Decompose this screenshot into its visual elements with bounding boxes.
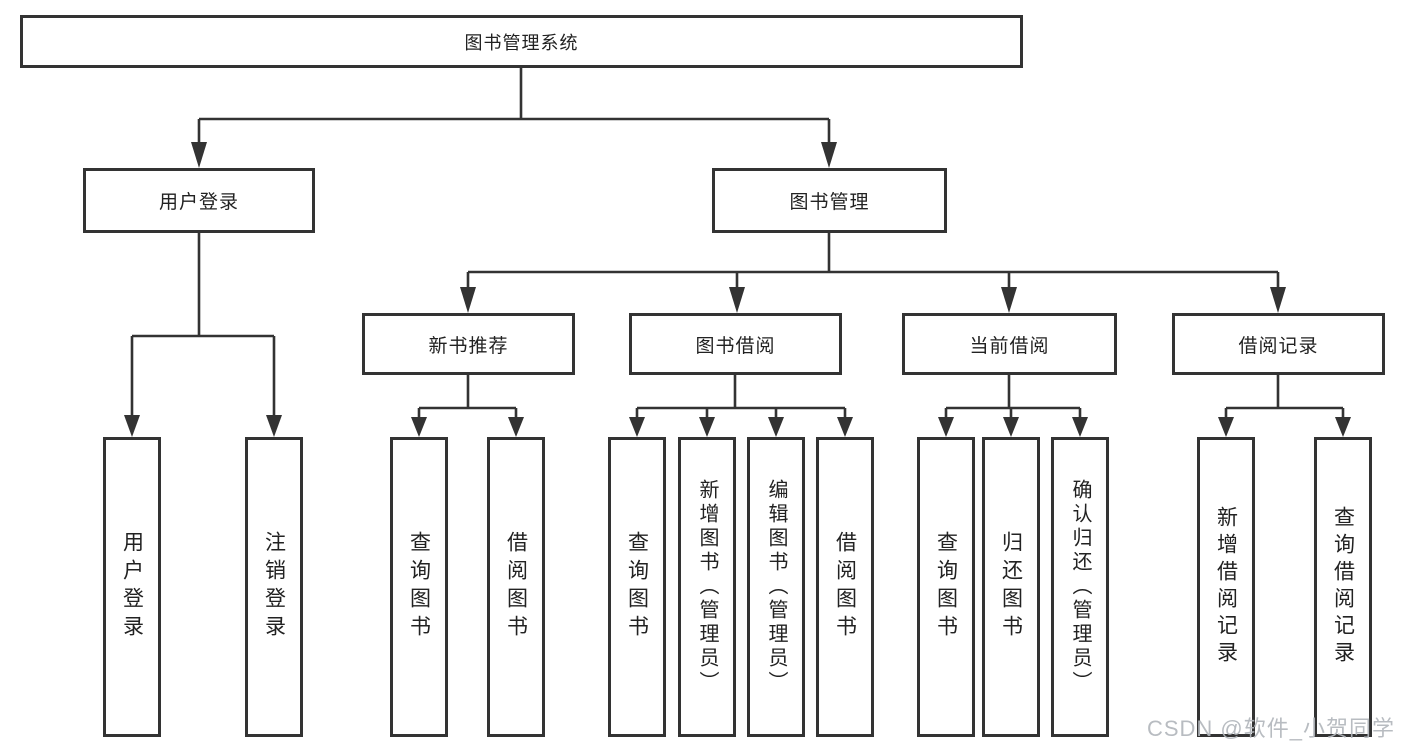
- leaf-label: 归还图书: [999, 531, 1023, 643]
- node-borrowing-records: 借阅记录: [1172, 313, 1385, 375]
- arrow-icon: [629, 417, 645, 437]
- arrow-icon: [768, 417, 784, 437]
- arrow-icon: [1335, 417, 1351, 437]
- node-new-book-recommendation: 新书推荐: [362, 313, 575, 375]
- node-book-management: 图书管理: [712, 168, 947, 233]
- arrowheads: [124, 142, 1351, 437]
- node-current-borrowing: 当前借阅: [902, 313, 1117, 375]
- arrow-icon: [1001, 287, 1017, 313]
- arrow-icon: [460, 287, 476, 313]
- node-label: 图书管理系统: [464, 32, 579, 53]
- leaf-add-book-admin: 新增图书（管理员）: [678, 437, 736, 737]
- leaf-label: 查询图书: [407, 531, 431, 643]
- arrow-icon: [1270, 287, 1286, 313]
- arrow-icon: [729, 287, 745, 313]
- arrow-icon: [124, 415, 140, 437]
- leaf-logout: 注销登录: [245, 437, 303, 737]
- node-user-login: 用户登录: [83, 168, 315, 233]
- connector-path: [130, 66, 1345, 417]
- arrow-icon: [837, 417, 853, 437]
- arrow-icon: [191, 142, 207, 168]
- arrow-icon: [1003, 417, 1019, 437]
- watermark: CSDN @软件_小贺同学: [1146, 716, 1395, 741]
- leaf-edit-book-admin: 编辑图书（管理员）: [747, 437, 805, 737]
- arrow-icon: [938, 417, 954, 437]
- leaf-label: 借阅图书: [833, 531, 857, 643]
- node-book-borrowing: 图书借阅: [629, 313, 842, 375]
- leaf-label: 查询图书: [934, 531, 958, 643]
- leaf-label: 注销登录: [262, 531, 286, 643]
- leaf-confirm-return-admin: 确认归还（管理员）: [1051, 437, 1109, 737]
- leaf-query-borrow-record: 查询借阅记录: [1314, 437, 1372, 737]
- leaf-label: 新增借阅记录: [1214, 506, 1238, 668]
- leaf-return-books: 归还图书: [982, 437, 1040, 737]
- arrow-icon: [266, 415, 282, 437]
- leaf-label: 编辑图书（管理员）: [765, 479, 787, 695]
- leaf-label: 查询图书: [625, 531, 649, 643]
- leaf-query-books: 查询图书: [608, 437, 666, 737]
- leaf-user-login: 用户登录: [103, 437, 161, 737]
- node-label: 图书管理: [789, 192, 870, 213]
- leaf-label: 用户登录: [120, 531, 144, 643]
- leaf-label: 借阅图书: [504, 531, 528, 643]
- arrow-icon: [1218, 417, 1234, 437]
- arrow-icon: [821, 142, 837, 168]
- leaf-query-books: 查询图书: [917, 437, 975, 737]
- node-label: 图书借阅: [695, 335, 776, 357]
- arrow-icon: [1072, 417, 1088, 437]
- node-label: 用户登录: [158, 192, 239, 213]
- leaf-borrow-books: 借阅图书: [816, 437, 874, 737]
- leaf-label: 确认归还（管理员）: [1069, 479, 1091, 695]
- node-label: 新书推荐: [428, 335, 509, 357]
- node-library-management-system: 图书管理系统: [20, 15, 1023, 68]
- node-label: 当前借阅: [969, 335, 1050, 357]
- leaf-label: 新增图书（管理员）: [696, 479, 718, 695]
- arrow-icon: [508, 417, 524, 437]
- node-label: 借阅记录: [1238, 335, 1319, 357]
- leaf-borrow-books: 借阅图书: [487, 437, 545, 737]
- leaf-query-books: 查询图书: [390, 437, 448, 737]
- arrow-icon: [699, 417, 715, 437]
- leaf-add-borrow-record: 新增借阅记录: [1197, 437, 1255, 737]
- arrow-icon: [411, 417, 427, 437]
- leaf-label: 查询借阅记录: [1331, 506, 1355, 668]
